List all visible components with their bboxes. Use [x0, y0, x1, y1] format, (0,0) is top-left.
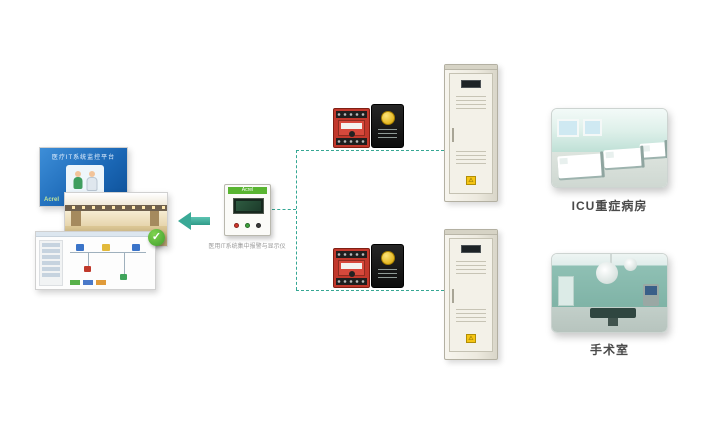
- photo-wall: [65, 211, 167, 228]
- connector-or-line: [296, 290, 444, 291]
- controller-caption: 医用IT系统集中报警与显示仪: [208, 244, 286, 250]
- controller-button-dark: [256, 223, 261, 228]
- arrow-head: [178, 212, 191, 230]
- schematic-node: [120, 274, 127, 280]
- overview-title: 医疗IT系统监控平台: [51, 155, 116, 161]
- schematic-wire: [88, 252, 89, 266]
- person-icon: [73, 171, 83, 190]
- ats-switch-or: [333, 248, 370, 288]
- schematic-toolbar: [36, 232, 155, 237]
- cabinet-door: ⚠: [449, 238, 493, 352]
- transformer-badge: [380, 251, 395, 265]
- schematic-node: [132, 244, 140, 251]
- photo-ceiling: [65, 193, 167, 205]
- left-arrow-icon: [178, 212, 210, 230]
- controller-panel: Acrel: [224, 184, 271, 236]
- warning-sticker: ⚠: [466, 334, 476, 343]
- cabinet-top-cap: [445, 65, 497, 70]
- controller-lcd-screen: [233, 198, 264, 214]
- surgical-light-arm: [610, 254, 612, 264]
- warning-sticker: ⚠: [466, 176, 476, 185]
- icu-window: [557, 119, 579, 137]
- transformer-badge: [380, 111, 395, 125]
- cabinet-vent: [456, 261, 486, 277]
- overview-illustration: [66, 165, 104, 195]
- or-equipment-monitor: [643, 284, 659, 306]
- operating-table: [590, 308, 636, 318]
- terminal-row: [336, 278, 367, 285]
- cabinet-handle: [452, 127, 454, 142]
- transformer-label-lines: [378, 129, 397, 140]
- hospital-bed: [603, 147, 643, 169]
- transformer-label-lines: [378, 269, 397, 280]
- cabinet-display: [461, 80, 481, 88]
- isolation-transformer-or: [371, 244, 404, 288]
- cabinet-top-cap: [445, 230, 497, 235]
- terminal-row: [336, 251, 367, 258]
- schematic-buttons: [70, 280, 106, 285]
- power-cabinet-or: ⚠: [444, 229, 498, 360]
- power-cabinet-icu: ⚠: [444, 64, 498, 202]
- ats-switch-icu: [333, 108, 370, 148]
- controller-buttons: [234, 223, 261, 228]
- controller-brand-strip: Acrel: [228, 187, 267, 194]
- surgical-light: [596, 262, 618, 284]
- cabinet-vent: [456, 96, 486, 112]
- cabinet-vent: [456, 309, 486, 325]
- schematic-node: [84, 266, 91, 272]
- isolation-transformer-icu: [371, 104, 404, 148]
- arrow-tail: [191, 217, 210, 225]
- photo-ceiling-lights: [65, 206, 167, 209]
- schematic-node: [76, 244, 84, 251]
- surgical-light: [624, 258, 637, 271]
- cabinet-display: [461, 245, 481, 253]
- controller-button-red: [234, 223, 239, 228]
- terminal-row: [336, 138, 367, 145]
- ats-face: [338, 260, 365, 277]
- schematic-wire: [124, 252, 125, 274]
- icu-label: ICU重症病房: [571, 199, 648, 213]
- connector-panel-line: [272, 209, 296, 210]
- monitor-screen-schematic: [35, 231, 156, 290]
- ats-face: [338, 120, 365, 137]
- acrel-logo: Acrel: [44, 197, 60, 203]
- controller-button-green: [245, 223, 250, 228]
- schematic-sidebar: [39, 240, 63, 286]
- connector-icu-line: [296, 150, 444, 151]
- operating-room-label: 手术室: [589, 343, 629, 357]
- cabinet-vent: [456, 151, 486, 167]
- icu-ward-photo: [551, 108, 668, 188]
- cabinet-door: ⚠: [449, 73, 493, 194]
- icu-window: [583, 119, 602, 136]
- connector-trunk-line: [296, 150, 297, 290]
- photo-door: [150, 211, 159, 228]
- hospital-bed: [557, 153, 603, 179]
- photo-door: [71, 211, 81, 228]
- operating-room-photo: [551, 253, 668, 333]
- cabinet-handle: [452, 289, 454, 304]
- person-icon: [87, 171, 97, 190]
- check-icon: ✓: [148, 229, 165, 246]
- schematic-wire: [70, 252, 146, 253]
- terminal-row: [336, 111, 367, 118]
- or-door: [558, 276, 574, 306]
- schematic-node: [102, 244, 110, 251]
